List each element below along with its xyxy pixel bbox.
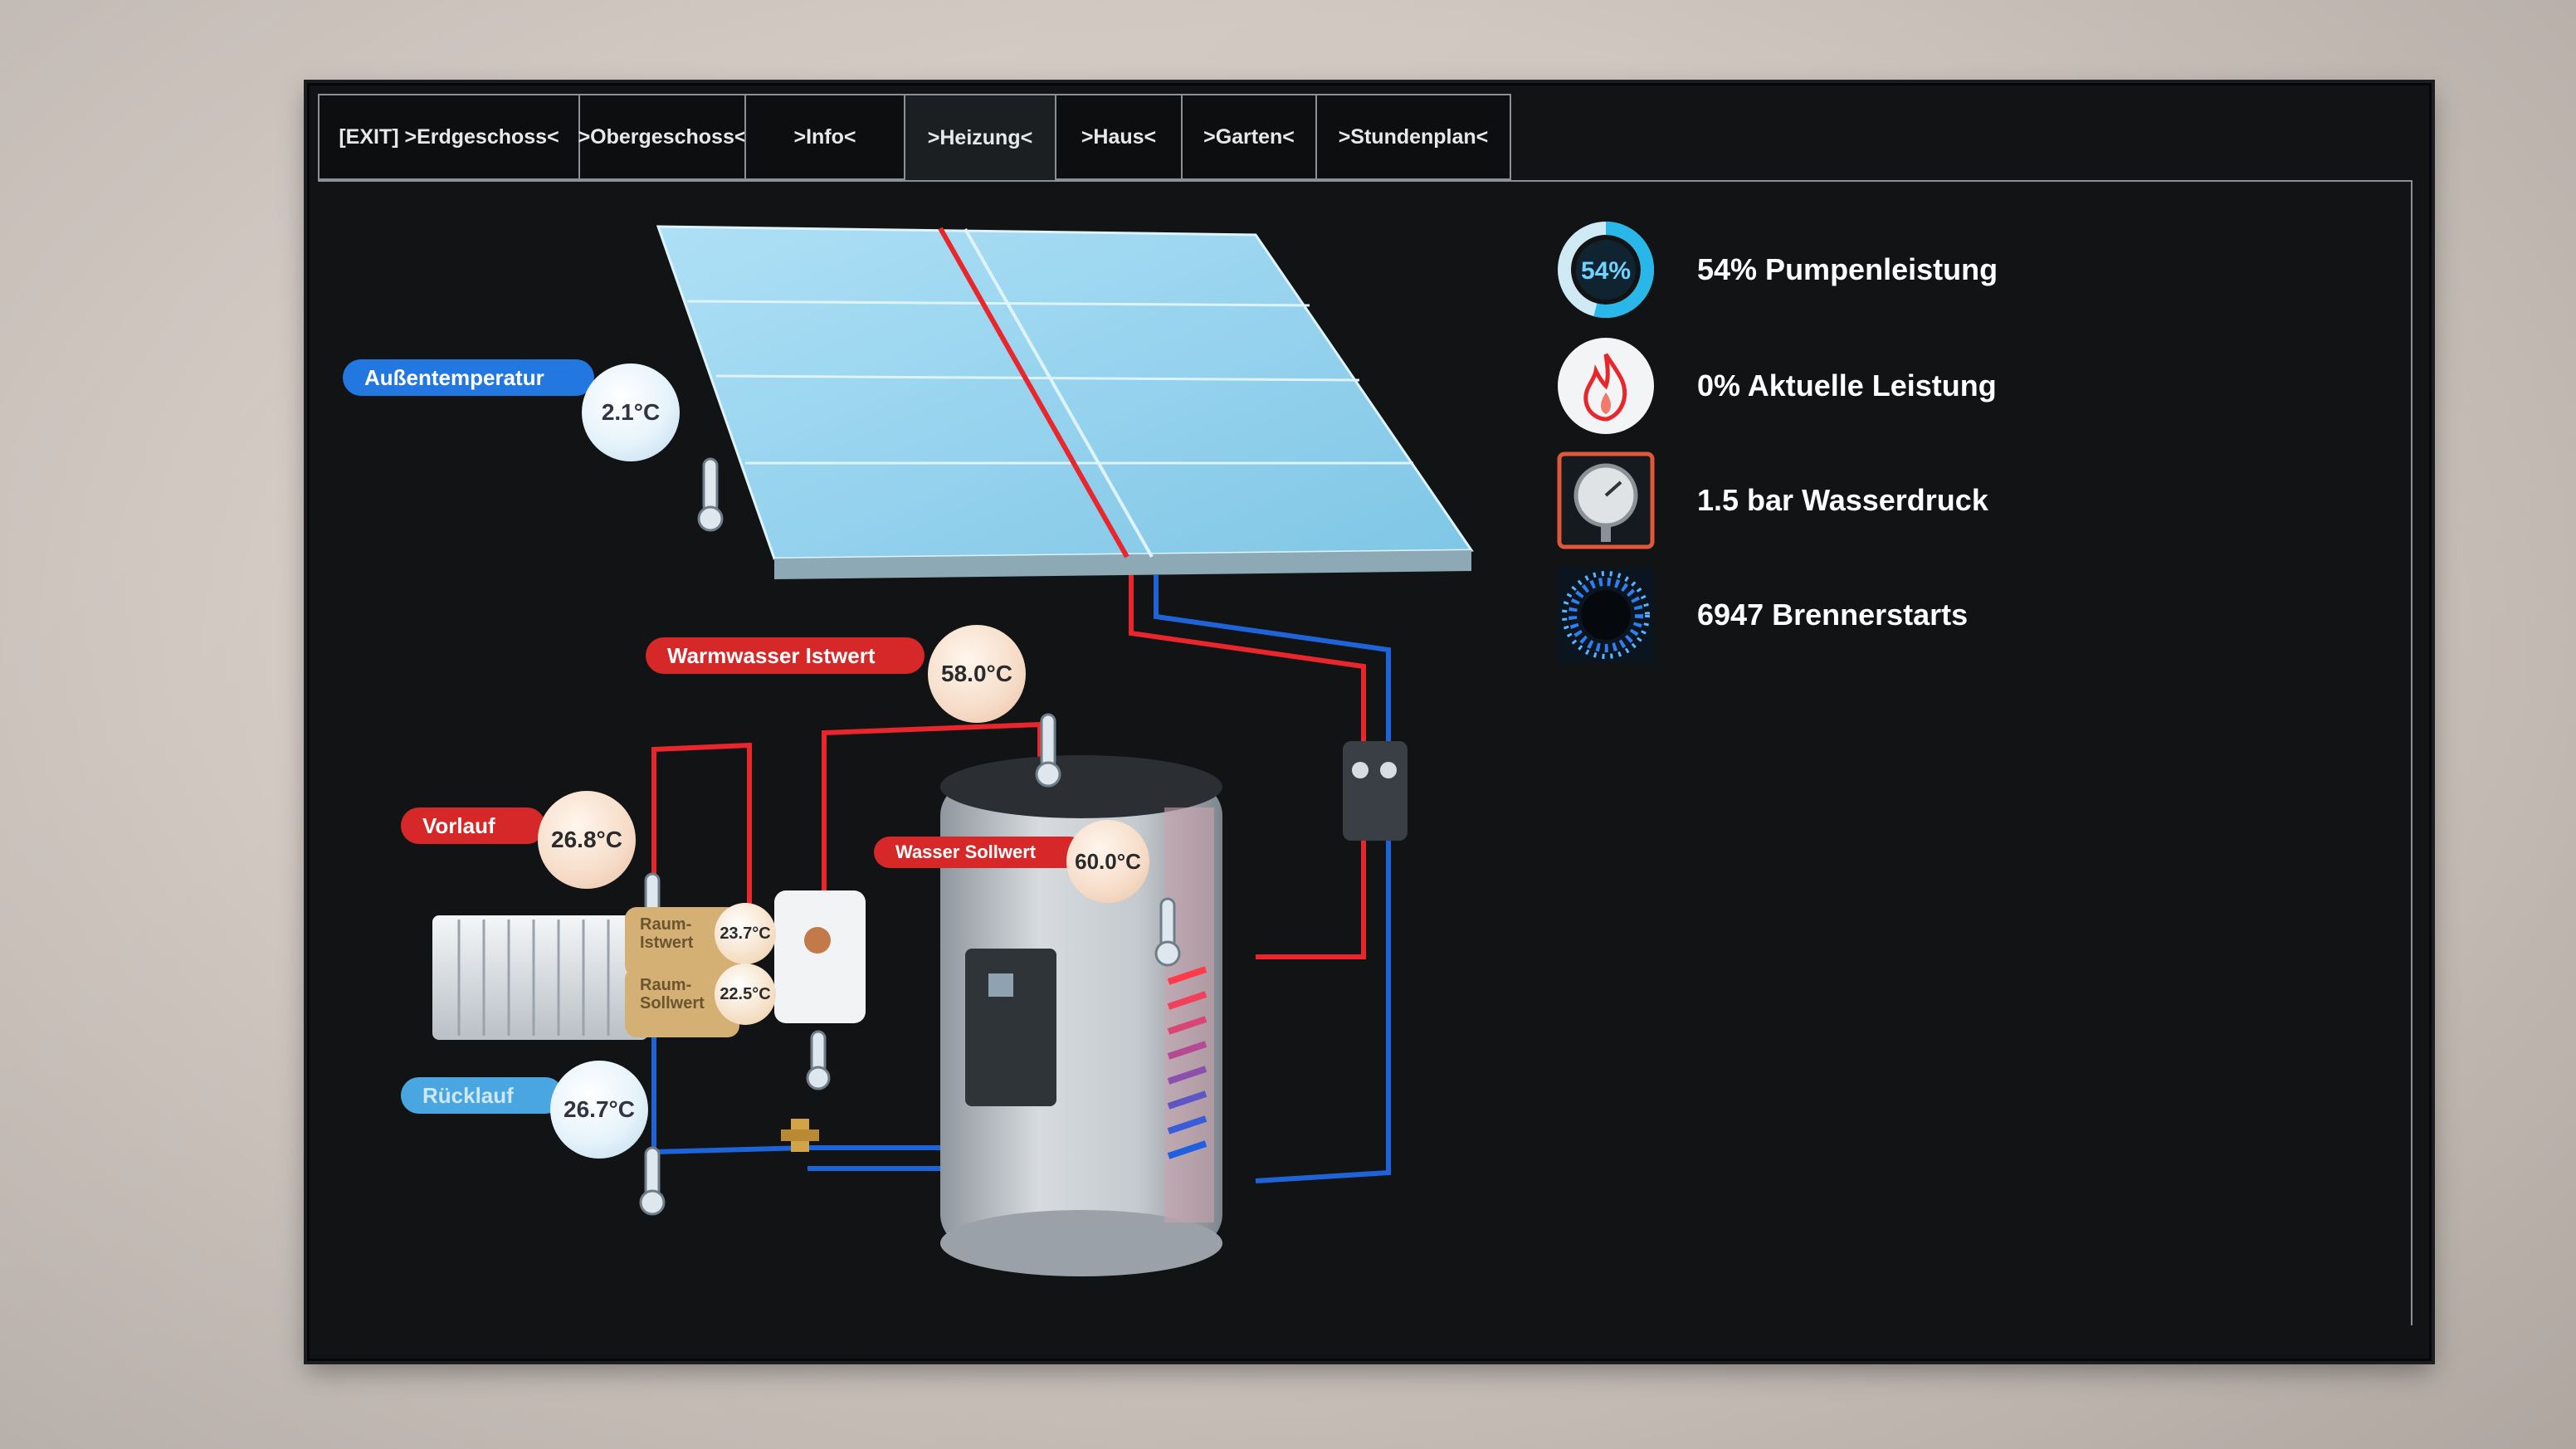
burner-ring-icon (1554, 564, 1657, 666)
heating-system-diagram (432, 225, 1474, 1276)
pump-station-icon (1343, 741, 1408, 841)
water-setpoint-label: Wasser Sollwert (874, 837, 1086, 868)
supply-temp-value: 26.8°C (538, 791, 636, 889)
radiator-icon (432, 915, 648, 1040)
tab-info[interactable]: >Info< (744, 94, 904, 180)
room-actual-label: Raum-Istwert (625, 907, 739, 977)
nav-divider (318, 180, 2413, 182)
gas-boiler (774, 890, 866, 1023)
pump-ring-label: 54% (1581, 257, 1631, 285)
solar-collector (656, 225, 1474, 579)
tab-heizung[interactable]: >Heizung< (904, 94, 1055, 180)
pump-status-text: 54% Pumpenleistung (1697, 252, 1998, 286)
water-setpoint-value: 60.0°C (1066, 820, 1149, 903)
return-temp-label: Rücklauf (401, 1077, 564, 1114)
tab-obergeschoss[interactable]: >Obergeschoss< (578, 94, 747, 180)
power-status-text: 0% Aktuelle Leistung (1697, 368, 1997, 402)
tab-label: >Haus< (1081, 124, 1157, 149)
hot-water-tank (940, 755, 1222, 1276)
tab-label: >Garten< (1203, 124, 1295, 149)
tab-label: >Heizung< (927, 125, 1033, 149)
tab-haus[interactable]: >Haus< (1055, 94, 1181, 180)
heating-dashboard-screen: [EXIT] >Erdgeschoss< >Obergeschoss< >Inf… (307, 83, 2432, 1361)
pump-status-row: 54% 54% Pumpenleistung (1554, 218, 1998, 321)
room-setpoint-value: 22.5°C (715, 964, 776, 1025)
outside-temp-label: Außentemperatur (343, 359, 594, 396)
outside-temp-value: 2.1°C (582, 363, 680, 461)
hot-water-actual-label: Warmwasser Istwert (646, 637, 925, 674)
tab-garten[interactable]: >Garten< (1181, 94, 1315, 180)
tab-stundenplan[interactable]: >Stundenplan< (1315, 94, 1511, 180)
flame-icon (1554, 334, 1657, 437)
tab-label: >Obergeschoss< (578, 124, 747, 149)
pump-gauge-icon: 54% (1554, 218, 1657, 321)
hot-water-actual-value: 58.0°C (928, 625, 1026, 723)
tab-label: >Info< (793, 124, 856, 149)
nav-tabs: [EXIT] >Erdgeschoss< >Obergeschoss< >Inf… (318, 94, 1511, 180)
power-status-row: 0% Aktuelle Leistung (1554, 334, 1997, 437)
pressure-status-text: 1.5 bar Wasserdruck (1697, 483, 1988, 517)
burner-status-row: 6947 Brennerstarts (1554, 564, 1968, 666)
pressure-gauge-icon (1554, 449, 1657, 552)
room-actual-value: 23.7°C (715, 903, 776, 964)
burner-status-text: 6947 Brennerstarts (1697, 598, 1969, 632)
mixing-valve-icon (781, 1119, 819, 1152)
tab-erdgeschoss[interactable]: [EXIT] >Erdgeschoss< (318, 94, 578, 180)
pressure-status-row: 1.5 bar Wasserdruck (1554, 449, 1988, 552)
frame-border (2411, 180, 2413, 1325)
supply-temp-label: Vorlauf (401, 807, 545, 844)
tab-label: >Stundenplan< (1338, 124, 1489, 149)
return-temp-value: 26.7°C (550, 1061, 648, 1159)
tab-label: [EXIT] >Erdgeschoss< (339, 124, 559, 149)
